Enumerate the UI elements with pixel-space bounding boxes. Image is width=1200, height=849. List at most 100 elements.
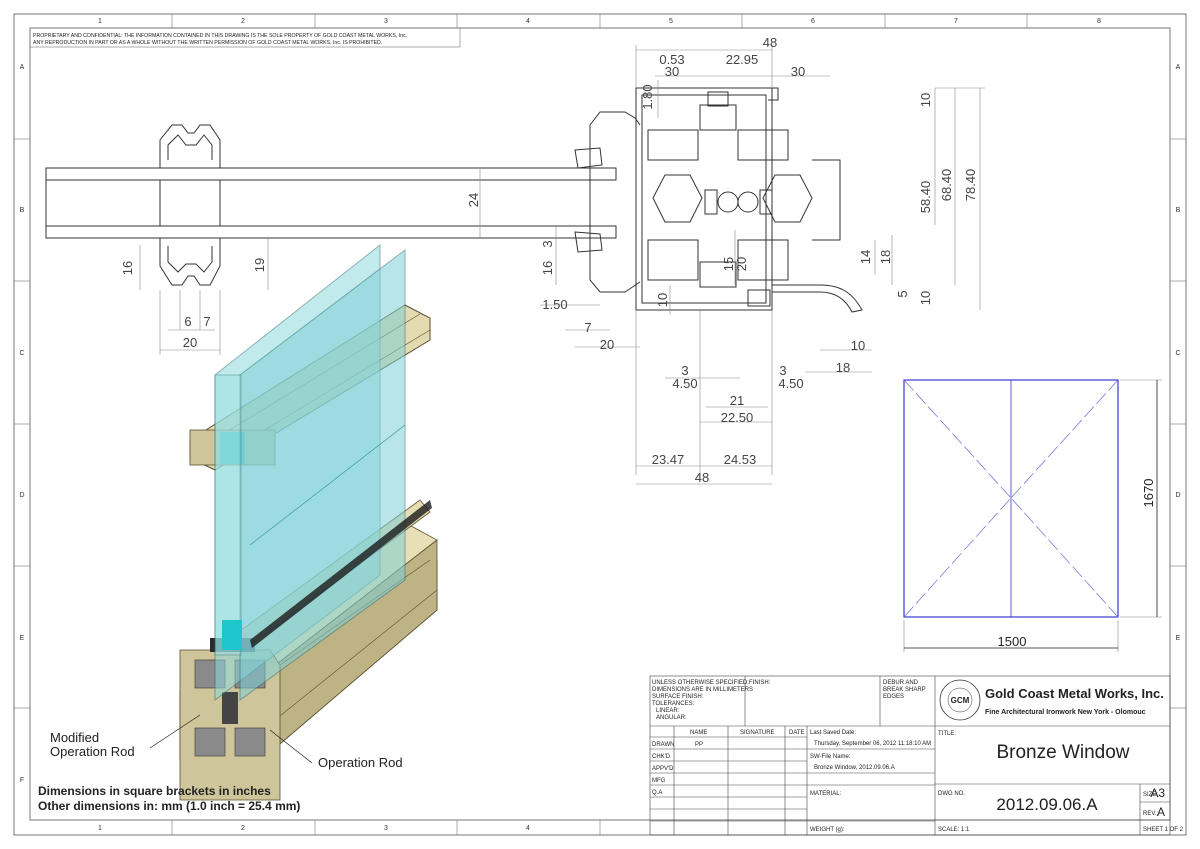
- dim-78-40: 78.40: [963, 169, 978, 202]
- dim-3-left: 3: [540, 240, 555, 247]
- company-subtitle: Fine Architectural Ironwork New York - O…: [985, 709, 1146, 716]
- tb-size-label: SIZE:: [1143, 792, 1158, 798]
- col-label: 4: [526, 18, 530, 25]
- tb-finish: FINISH:: [749, 680, 771, 686]
- dim-10-left: 10: [655, 293, 670, 307]
- row-label: D: [1175, 492, 1180, 499]
- tb-weight: WEIGHT (g):: [810, 827, 845, 833]
- dim-21: 21: [730, 393, 744, 408]
- tb-rev-label: REV.:: [1143, 811, 1158, 817]
- dim-16-left: 16: [540, 261, 555, 275]
- elevation-height: 1670: [1141, 479, 1156, 508]
- dim-20-inner: 20: [734, 257, 749, 271]
- col-label: 1: [98, 825, 102, 832]
- dim-23-47: 23.47: [652, 452, 685, 467]
- tb-row-appvd: APPV'D: [652, 766, 674, 772]
- confidential-line-2: ANY REPRODUCTION IN PART OR AS A WHOLE W…: [33, 40, 382, 46]
- tb-name-header: NAME: [690, 730, 707, 736]
- dim-20-left: 20: [600, 337, 614, 352]
- tb-row-drawn: DRAWN: [652, 742, 674, 748]
- col-label: 3: [384, 18, 388, 25]
- col-label: 2: [241, 825, 245, 832]
- row-label: F: [20, 777, 24, 784]
- window-elevation: [903, 379, 1162, 652]
- tb-date-header: DATE: [789, 730, 805, 736]
- tb-row-qa: Q.A: [652, 790, 662, 796]
- tb-debur-3: EDGES: [883, 694, 904, 700]
- row-label: D: [19, 492, 24, 499]
- row-labels-left: A B C D E F: [19, 64, 24, 784]
- dim-30-left: 30: [665, 64, 679, 79]
- tb-debur-2: BREAK SHARP: [883, 687, 926, 693]
- dim-24-53: 24.53: [724, 452, 757, 467]
- row-label: C: [19, 350, 24, 357]
- modified-rod-label-1: Modified: [50, 730, 99, 745]
- tb-unless-3: SURFACE FINISH:: [652, 694, 704, 700]
- dim-7-left: 7: [584, 320, 591, 335]
- elevation-width: 1500: [998, 634, 1027, 649]
- dim-5: 5: [895, 290, 910, 297]
- dim-22-95: 22.95: [726, 52, 759, 67]
- row-label: C: [1175, 350, 1180, 357]
- col-label: 7: [954, 18, 958, 25]
- glazing-section-view: [45, 124, 617, 286]
- sheet-size: A3: [1150, 786, 1165, 800]
- company-logo: [939, 679, 981, 721]
- tb-sw-file-value: Bronze Window, 2012.09.06.A: [814, 765, 895, 771]
- dim-48-bottom: 48: [695, 470, 709, 485]
- tb-sw-file-label: SW-File Name:: [810, 754, 851, 760]
- col-label: 6: [811, 18, 815, 25]
- dims-note-2: Other dimensions in: mm (1.0 inch = 25.4…: [38, 799, 300, 813]
- dim-10-right: 10: [851, 338, 865, 353]
- dim-10-top: 10: [918, 93, 933, 107]
- dim-6: 6: [184, 314, 191, 329]
- left-section-dimensions: 24 16 19 6 7 20: [120, 168, 481, 355]
- dim-14: 14: [858, 250, 873, 264]
- dim-4-50-right: 4.50: [778, 376, 803, 391]
- dim-3-bottom-right: 3: [779, 363, 786, 378]
- modified-rod-label-2: Operation Rod: [50, 744, 135, 759]
- col-label: 2: [241, 18, 245, 25]
- dim-30-right: 30: [791, 64, 805, 79]
- dim-10-bottom: 10: [918, 291, 933, 305]
- modified-rod-leader: [149, 714, 201, 749]
- dim-16: 16: [120, 261, 135, 275]
- title-block: [649, 675, 1171, 836]
- col-label: 5: [669, 18, 673, 25]
- row-label: A: [1176, 64, 1181, 71]
- dim-7: 7: [203, 314, 210, 329]
- column-labels-bottom: 1 2 3 4: [98, 825, 530, 832]
- dim-18: 18: [878, 250, 893, 264]
- dim-19: 19: [252, 258, 267, 272]
- dim-22-50: 22.50: [721, 410, 754, 425]
- tb-unless-6: ANGULAR:: [656, 715, 687, 721]
- tb-debur-1: DEBUR AND: [883, 680, 919, 686]
- col-label: 1: [98, 18, 102, 25]
- drawing-title: Bronze Window: [996, 742, 1129, 763]
- confidential-line-1: PROPRIETARY AND CONFIDENTIAL: THE INFORM…: [33, 33, 407, 39]
- col-label: 8: [1097, 18, 1101, 25]
- tb-drawn-name: PP: [695, 742, 703, 748]
- tb-unless-2: DIMENSIONS ARE IN MILLIMETERS: [652, 687, 753, 693]
- confidential-box: [29, 27, 461, 48]
- row-label: E: [1176, 635, 1181, 642]
- row-label: E: [20, 635, 25, 642]
- row-label: A: [20, 64, 25, 71]
- dims-note-1: Dimensions in square brackets in inches: [38, 784, 271, 798]
- drawing-number: 2012.09.06.A: [996, 795, 1098, 814]
- revision: A: [1157, 805, 1165, 819]
- row-label: B: [20, 207, 25, 214]
- profile-dimensions: 48 0.53 30 22.95 30 1.80 10 58.40 68.40 …: [540, 35, 985, 485]
- tb-dwg-label: DWG NO.: [938, 791, 965, 797]
- tb-signature-header: SIGNATURE: [740, 730, 775, 736]
- tb-unless-1: UNLESS OTHERWISE SPECIFIED:: [652, 680, 749, 686]
- dim-24: 24: [466, 193, 481, 207]
- tb-last-saved-value: Thursday, September 06, 2012 11:18:10 AM: [814, 741, 931, 747]
- tb-unless-5: LINEAR:: [656, 708, 680, 714]
- dim-15: 15: [721, 257, 736, 271]
- row-labels-right: A B C D E: [1175, 64, 1180, 642]
- frame-profile-section: [574, 87, 863, 313]
- zone-ticks: [14, 14, 1186, 835]
- dim-48-top: 48: [763, 35, 777, 50]
- dim-3-bottom-left: 3: [681, 363, 688, 378]
